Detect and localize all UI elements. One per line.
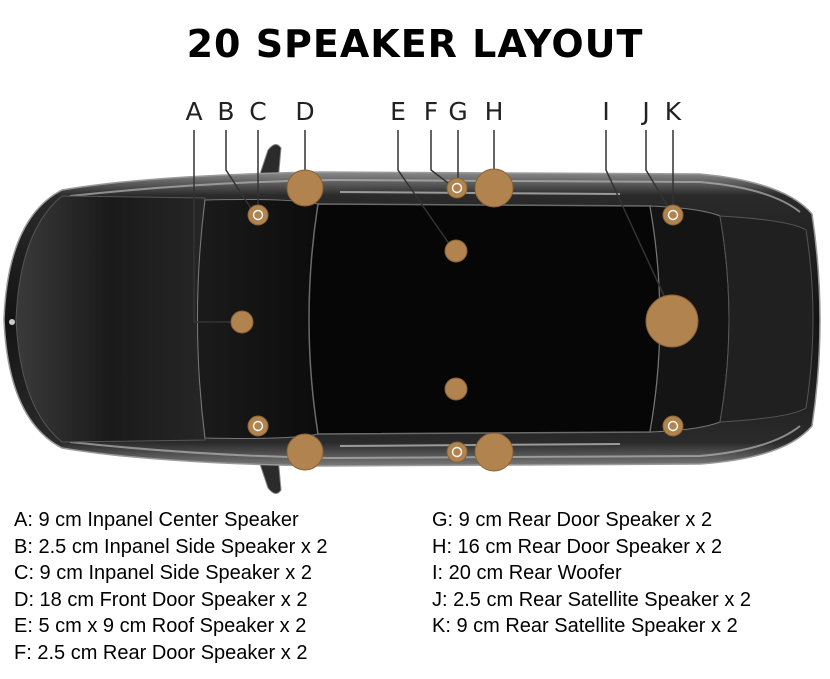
leader-line-b [225,130,253,211]
marker-label-e: E [390,97,406,126]
speaker-h-right [474,432,514,472]
marker-label-h: H [485,97,504,126]
leader-line-f [430,130,453,187]
legend-item-c: C: 9 cm Inpanel Side Speaker x 2 [14,562,312,585]
legend-item-d: D: 18 cm Front Door Speaker x 2 [14,588,308,611]
marker-label-g: G [448,97,467,126]
speaker-a [230,310,254,334]
trunk [719,215,814,423]
legend-item-i: I: 20 cm Rear Woofer [432,562,622,585]
marker-label-d: D [295,97,314,126]
legend-item-h: H: 16 cm Rear Door Speaker x 2 [432,535,723,558]
leader-line-e [397,130,453,249]
marker-label-f: F [424,97,438,126]
legend-item-g: G: 9 cm Rear Door Speaker x 2 [432,509,713,531]
speakers [230,168,699,472]
speaker-i [645,294,699,348]
marker-label-c: C [249,97,266,126]
speaker-j-k-right [662,415,684,437]
roof [308,203,661,435]
leader-line-i [605,130,667,301]
diagram-title: 20 SPEAKER LAYOUT [186,22,644,66]
front-windshield [197,199,319,439]
speaker-b-c-left [247,204,269,226]
speaker-h-left [474,168,514,208]
speaker-j-k-left [662,204,684,226]
leader-lines [193,130,674,323]
front-emblem [9,319,15,325]
legend-item-b: B: 2.5 cm Inpanel Side Speaker x 2 [14,535,328,558]
speaker-d-right [286,433,324,471]
marker-label-a: A [185,97,202,126]
legend-item-j: J: 2.5 cm Rear Satellite Speaker x 2 [432,588,752,611]
marker-label-b: B [217,97,234,126]
marker-label-j: J [640,97,649,126]
speaker-f-g-left [446,177,468,199]
leader-line-j [645,130,671,211]
leader-line-a [193,130,238,323]
legend-item-k: K: 9 cm Rear Satellite Speaker x 2 [432,615,738,638]
speaker-e-front [444,239,468,263]
speaker-f-g-right [446,441,468,463]
speaker-d-left [286,169,324,207]
marker-label-k: K [665,97,682,126]
hood [15,195,206,443]
legend-right: G: 9 cm Rear Door Speaker x 2 H: 16 cm R… [432,507,751,640]
legend-item-e: E: 5 cm x 9 cm Roof Speaker x 2 [14,615,307,638]
legend-left: A: 9 cm Inpanel Center Speaker B: 2.5 cm… [14,507,328,667]
legend-item-a: A: 9 cm Inpanel Center Speaker [14,509,299,531]
legend-item-f: F: 2.5 cm Rear Door Speaker x 2 [14,641,308,664]
speaker-e-rear [444,377,468,401]
marker-label-i: I [602,97,609,126]
speaker-b-c-right [247,415,269,437]
